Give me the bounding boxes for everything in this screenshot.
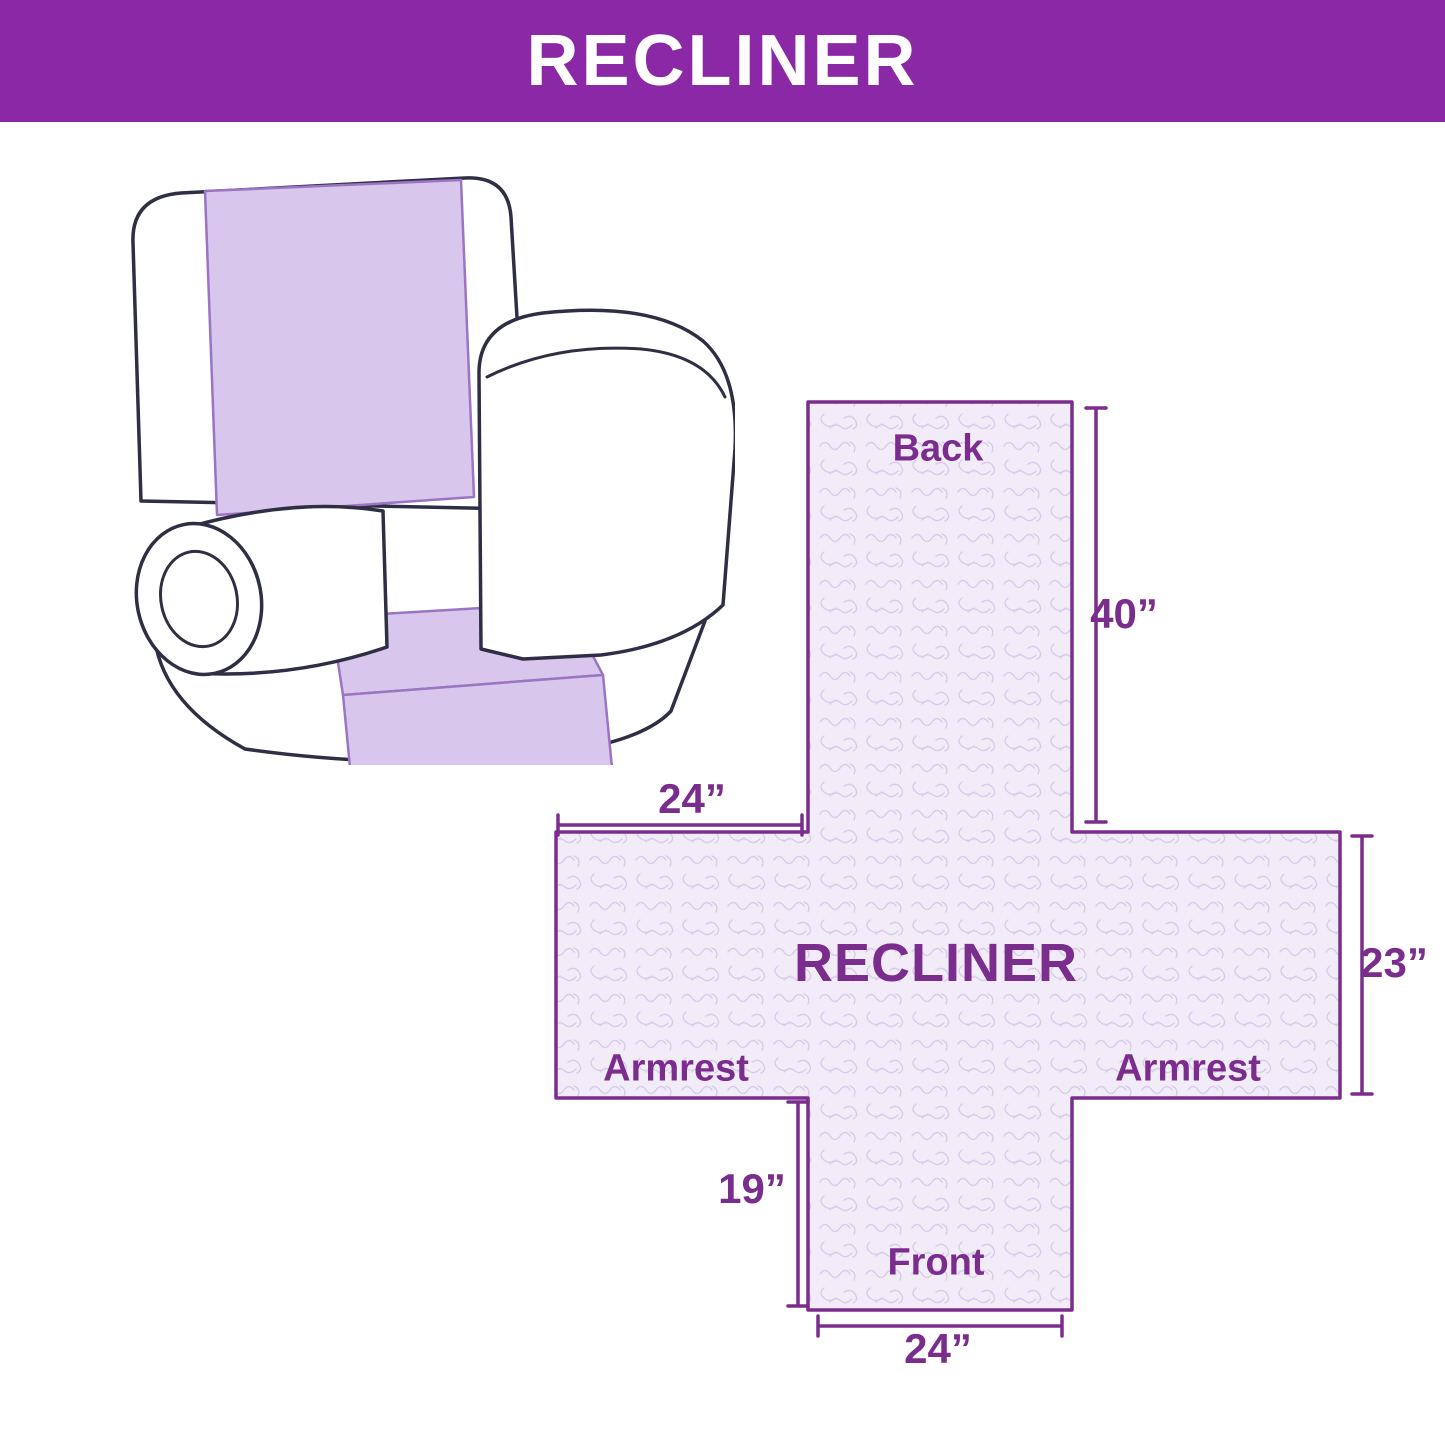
front-drop-dimension: 19”: [718, 1165, 786, 1212]
chair-right-arm-roll-line: [485, 346, 727, 399]
back-section-label: Back: [892, 427, 984, 470]
armrest-left-label: Armrest: [603, 1047, 749, 1090]
armrest-width-dimension: 24”: [658, 775, 726, 822]
chair-back-cover: [203, 178, 476, 517]
dim-line-armrest-width-24: [556, 813, 804, 837]
chair-left-arm-roll-inner: [159, 549, 239, 649]
diagram-center-label: RECLINER: [793, 933, 1079, 993]
dim-line-back-height-40: [1084, 406, 1108, 824]
chair-right-arm: [477, 308, 735, 661]
cover-layout-diagram: [554, 400, 1374, 1338]
title-banner: RECLINER: [0, 0, 1445, 122]
side-depth-dimension: 23”: [1360, 939, 1428, 986]
back-height-dimension: 40”: [1090, 590, 1158, 637]
armrest-right-label: Armrest: [1115, 1047, 1261, 1090]
dim-line-front-drop-19: [786, 1100, 810, 1308]
page-title: RECLINER: [526, 21, 919, 101]
front-width-dimension: 24”: [904, 1325, 972, 1372]
chair-front-drape: [341, 673, 613, 765]
unfolded-cover-shape: [554, 400, 1342, 1312]
recliner-chair-illustration: [131, 176, 735, 765]
dim-line-side-depth-23: [1350, 834, 1374, 1096]
front-section-label: Front: [887, 1241, 985, 1284]
dim-line-front-width-24: [816, 1314, 1064, 1338]
chair-left-arm-roll: [134, 521, 264, 677]
